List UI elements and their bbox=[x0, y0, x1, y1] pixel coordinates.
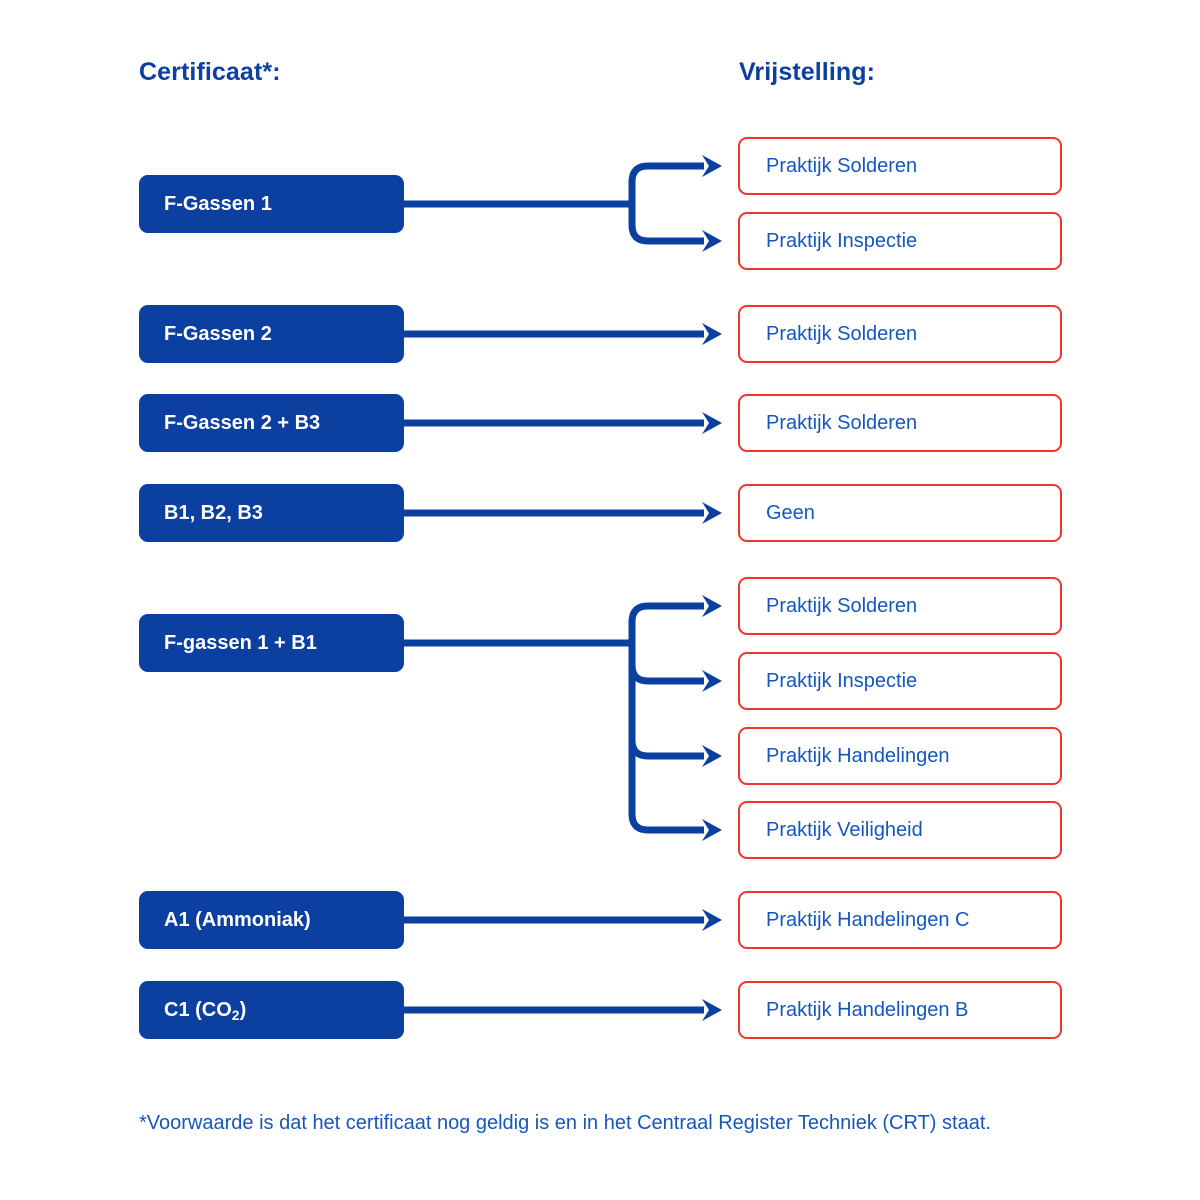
f-gassen-1-b1-branch-branch-down bbox=[628, 739, 704, 760]
certificate-label: A1 (Ammoniak) bbox=[164, 909, 311, 931]
arrow-head-icon bbox=[702, 155, 722, 177]
arrow-head-icon bbox=[702, 502, 722, 524]
certificate-box[interactable]: F-gassen 1 + B1 bbox=[139, 614, 404, 672]
column-header-vrijstelling: Vrijstelling: bbox=[739, 58, 876, 86]
footnote-text: *Voorwaarde is dat het certificaat nog g… bbox=[139, 1112, 991, 1134]
f-gassen-1-b1-branch-branch-up bbox=[628, 602, 704, 643]
exemption-label: Praktijk Veiligheid bbox=[766, 819, 923, 841]
exemption-box[interactable]: Praktijk Handelingen B bbox=[738, 981, 1062, 1039]
exemption-box[interactable]: Praktijk Handelingen bbox=[738, 727, 1062, 785]
arrow-head-icon bbox=[702, 999, 722, 1021]
f-gassen-1-branch-branch-up bbox=[628, 162, 704, 204]
arrow-head-icon bbox=[702, 595, 722, 617]
arrow-head-icon bbox=[702, 323, 722, 345]
f-gassen-1-branch-branch-down bbox=[628, 224, 704, 245]
exemption-box[interactable]: Praktijk Solderen bbox=[738, 137, 1062, 195]
exemption-label: Praktijk Handelingen bbox=[766, 745, 950, 767]
certificate-box[interactable]: F-Gassen 1 bbox=[139, 175, 404, 233]
exemption-label: Praktijk Inspectie bbox=[766, 230, 918, 252]
certificate-box[interactable]: C1 (CO2) bbox=[139, 981, 404, 1039]
certificate-box[interactable]: B1, B2, B3 bbox=[139, 484, 404, 542]
exemption-box[interactable]: Praktijk Solderen bbox=[738, 394, 1062, 452]
arrow-head-icon bbox=[702, 412, 722, 434]
exemption-label: Praktijk Inspectie bbox=[766, 670, 918, 692]
exemption-box[interactable]: Praktijk Inspectie bbox=[738, 212, 1062, 270]
certificate-label: F-Gassen 2 bbox=[164, 323, 272, 345]
arrow-head-icon bbox=[702, 745, 722, 767]
exemption-label: Praktijk Solderen bbox=[766, 155, 918, 177]
exemption-box[interactable]: Praktijk Handelingen C bbox=[738, 891, 1062, 949]
certificate-label: F-gassen 1 + B1 bbox=[164, 632, 317, 654]
arrow-head-icon bbox=[702, 670, 722, 692]
exemption-label: Geen bbox=[766, 502, 815, 524]
certificate-box[interactable]: A1 (Ammoniak) bbox=[139, 891, 404, 949]
exemption-label: Praktijk Solderen bbox=[766, 412, 918, 434]
certificate-box[interactable]: F-Gassen 2 + B3 bbox=[139, 394, 404, 452]
arrow-head-icon bbox=[702, 909, 722, 931]
certificate-label: F-Gassen 2 + B3 bbox=[164, 412, 321, 434]
exemption-box[interactable]: Praktijk Solderen bbox=[738, 577, 1062, 635]
certificate-label: B1, B2, B3 bbox=[164, 502, 263, 524]
certificate-box[interactable]: F-Gassen 2 bbox=[139, 305, 404, 363]
exemption-label: Praktijk Solderen bbox=[766, 595, 918, 617]
exemption-box[interactable]: Geen bbox=[738, 484, 1062, 542]
f-gassen-1-b1-branch-branch-down bbox=[628, 664, 704, 685]
exemption-label: Praktijk Handelingen C bbox=[766, 909, 970, 931]
exemption-label: Praktijk Handelingen B bbox=[766, 999, 969, 1021]
column-header-certificaat: Certificaat*: bbox=[139, 58, 281, 86]
arrow-head-icon bbox=[702, 230, 722, 252]
exemption-box[interactable]: Praktijk Solderen bbox=[738, 305, 1062, 363]
chemical-subscript: 2 bbox=[231, 1007, 240, 1023]
exemption-label: Praktijk Solderen bbox=[766, 323, 918, 345]
certificate-label: F-Gassen 1 bbox=[164, 193, 272, 215]
exemption-box[interactable]: Praktijk Inspectie bbox=[738, 652, 1062, 710]
f-gassen-1-b1-branch-branch-down bbox=[628, 813, 704, 834]
certificate-label: C1 (CO2) bbox=[164, 999, 247, 1023]
exemption-box[interactable]: Praktijk Veiligheid bbox=[738, 801, 1062, 859]
arrow-head-icon bbox=[702, 819, 722, 841]
